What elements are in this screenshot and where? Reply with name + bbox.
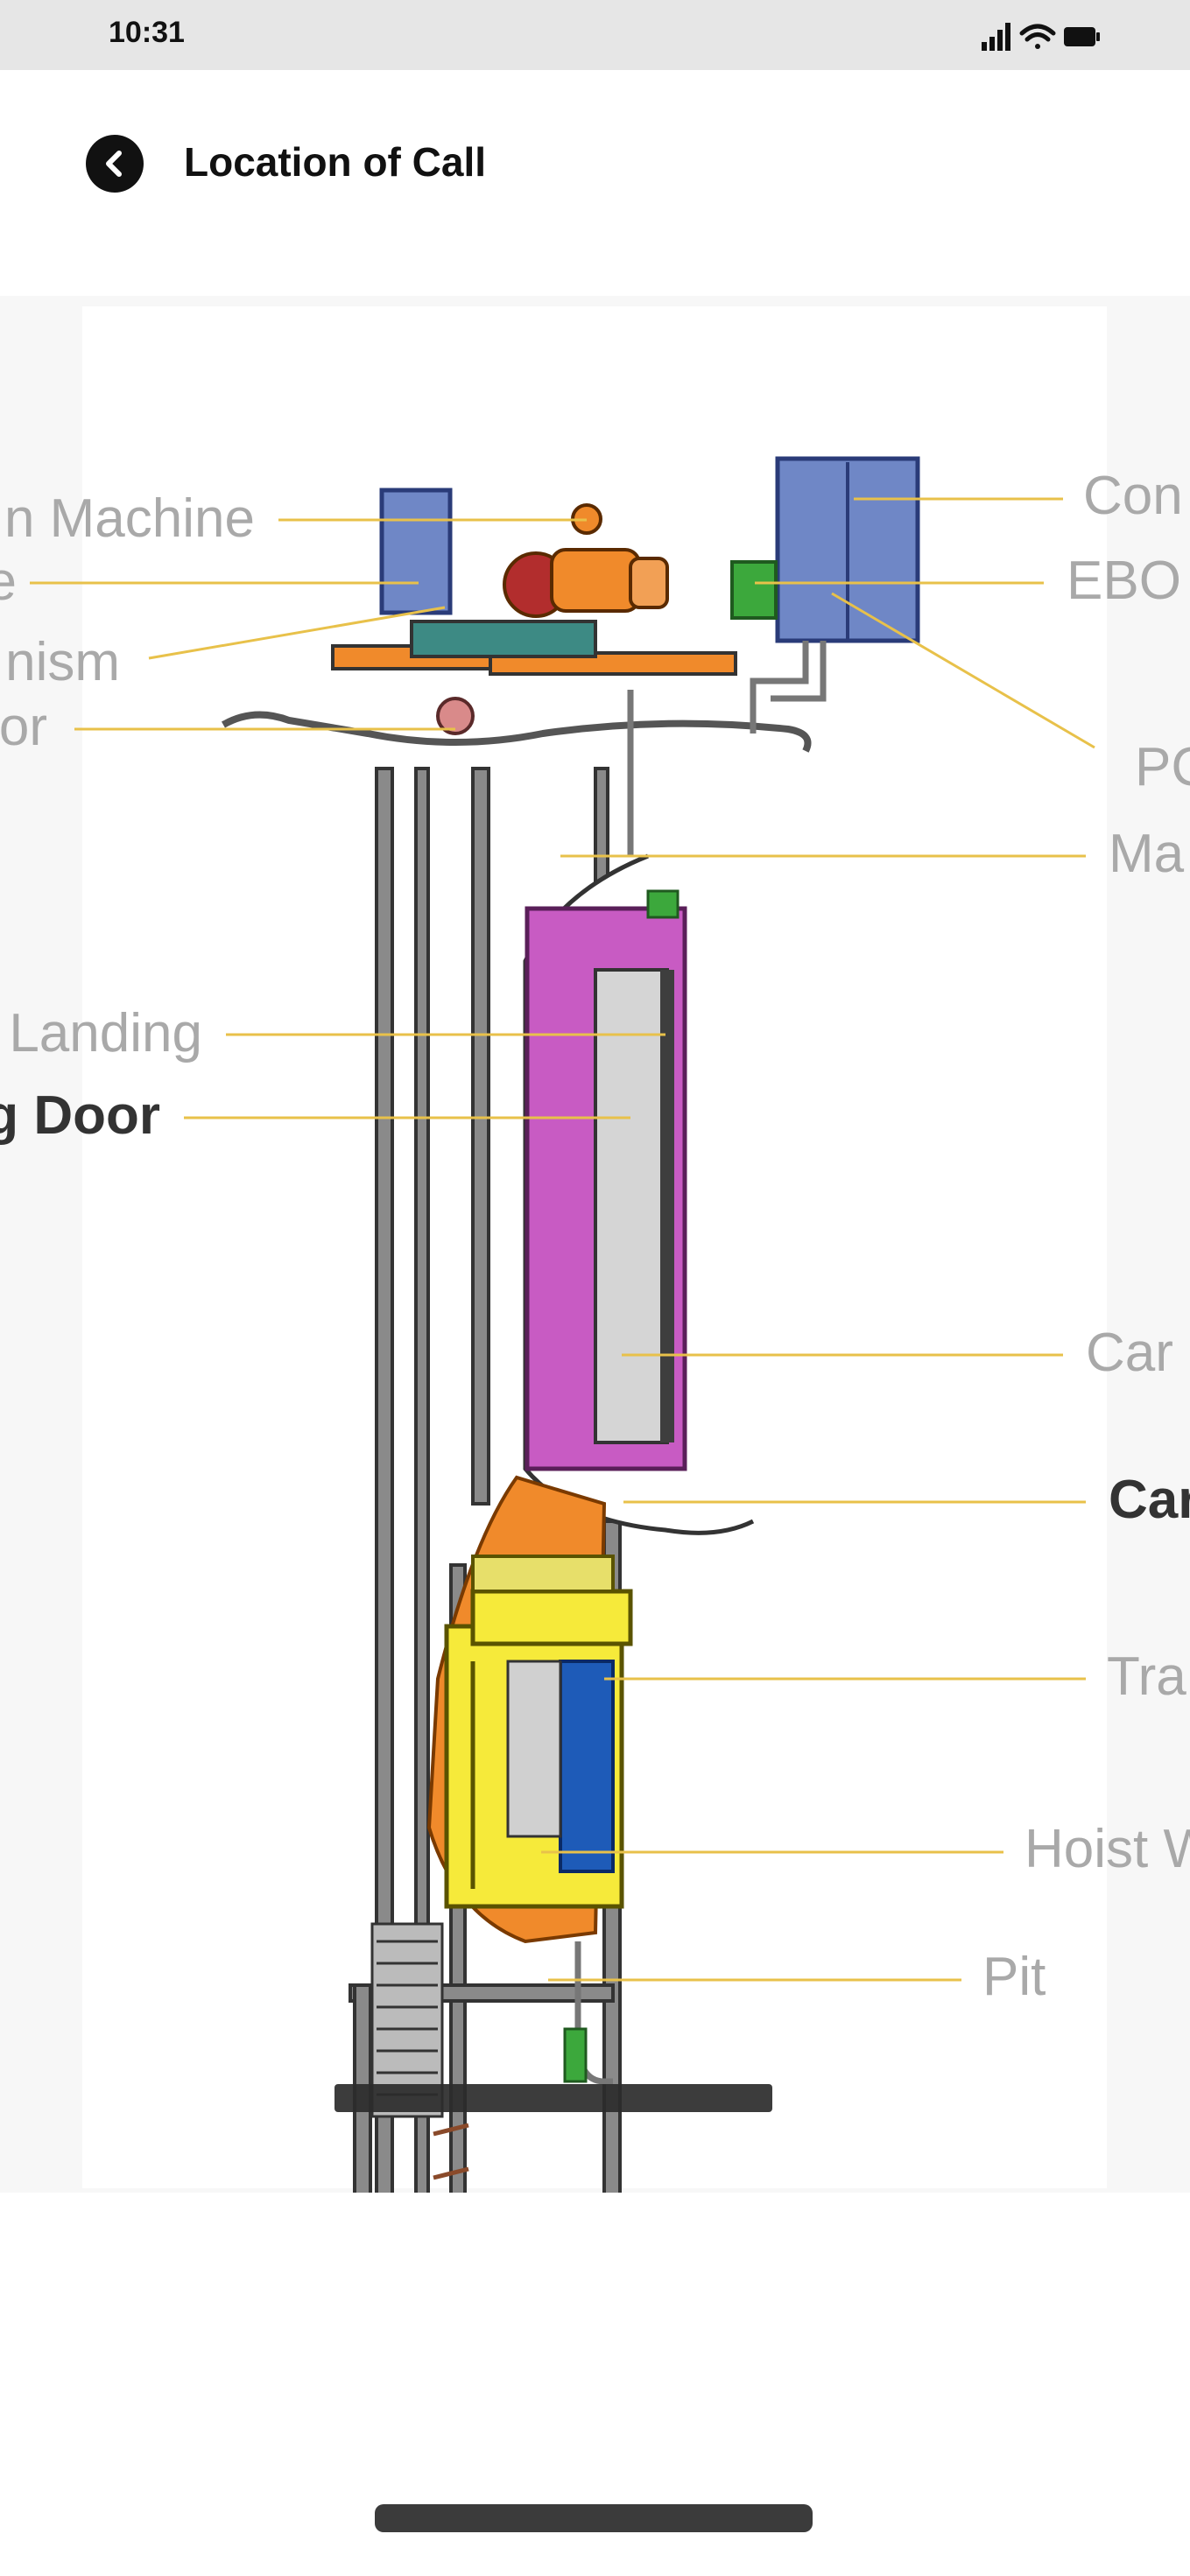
small-cabinet <box>379 488 453 615</box>
label-travelling-cable: Tra <box>1107 1646 1186 1707</box>
door-operator-box <box>646 889 679 919</box>
elevator-car <box>444 1555 633 1909</box>
elevator-diagram-panel[interactable]: n Machine e nism or Landing g Door Con E… <box>0 296 1190 2193</box>
back-button[interactable] <box>86 135 144 193</box>
leader-lines <box>30 497 1095 1982</box>
label-main-rope: Ma <box>1109 824 1185 884</box>
label-brake-mechanism: nism <box>5 632 120 692</box>
cellular-signal-icon <box>982 23 1010 51</box>
elevator-diagram <box>30 456 1095 2193</box>
status-icons <box>975 19 1106 54</box>
conduits <box>627 641 827 856</box>
machine-base <box>331 620 737 676</box>
label-machine-room-cabinet: e <box>0 551 17 612</box>
status-bar: 10:31 <box>0 0 1190 70</box>
pit-ladder <box>433 2123 469 2180</box>
traction-machine <box>503 503 669 618</box>
label-traction-machine: n Machine <box>4 488 255 549</box>
label-landing-door: g Door <box>0 1085 160 1146</box>
label-pc: PC <box>1135 737 1190 797</box>
label-hoistway: Hoist W <box>1025 1819 1190 1879</box>
wifi-icon <box>1019 24 1056 49</box>
label-car-top: Car <box>1086 1323 1173 1383</box>
governor <box>436 697 475 735</box>
label-controller: Con <box>1083 466 1183 526</box>
header <box>0 70 1190 296</box>
chevron-left-icon <box>106 151 122 177</box>
label-car[interactable]: Car <box>1109 1470 1190 1530</box>
machine-room-floor <box>222 711 812 753</box>
battery-icon <box>1064 27 1100 46</box>
label-landing: Landing <box>9 1003 202 1063</box>
scroll-grabber[interactable] <box>334 2084 772 2112</box>
pit-green-box <box>563 2027 588 2083</box>
status-time: 10:31 <box>109 16 185 49</box>
label-ebo: EBO <box>1067 551 1181 611</box>
page-title: Location of Call <box>184 139 486 185</box>
label-governor: or <box>0 697 47 757</box>
home-indicator[interactable] <box>375 2504 813 2532</box>
ebo-box <box>730 560 778 620</box>
label-pit: Pit <box>982 1947 1046 2007</box>
